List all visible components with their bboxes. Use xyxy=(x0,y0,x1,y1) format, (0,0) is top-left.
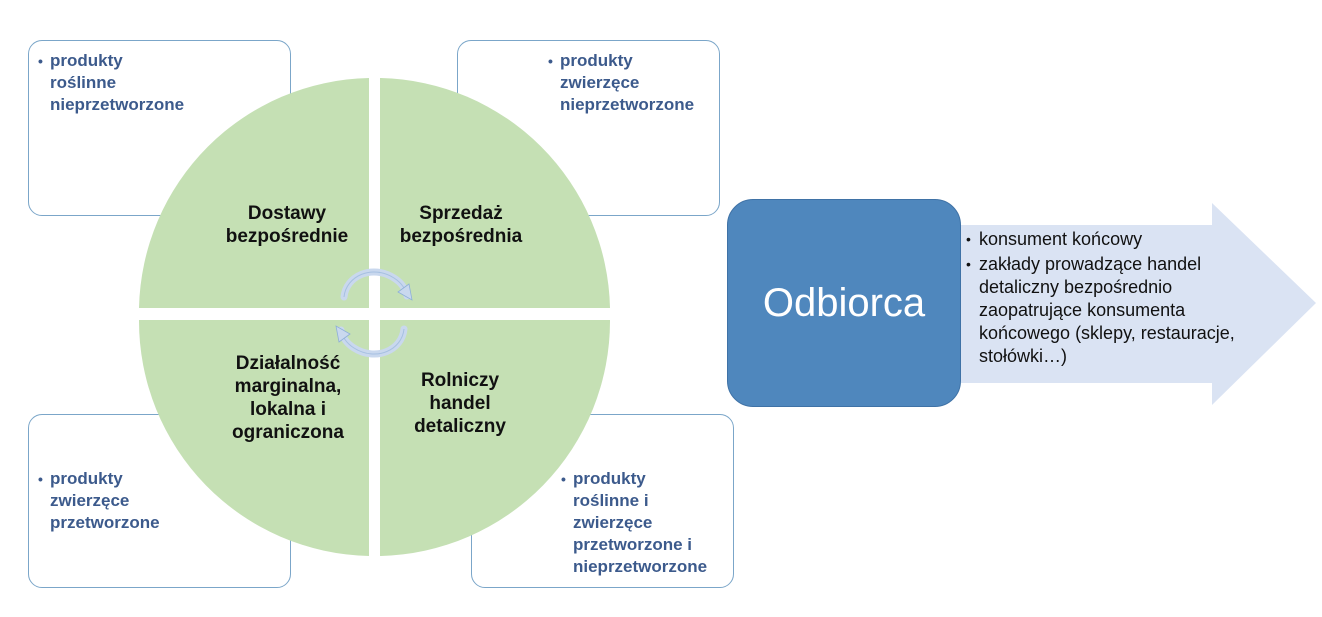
receiver-item-2: zakłady prowadzące handel detaliczny bez… xyxy=(979,254,1235,366)
corner-text-bottom-right: • produkty roślinne i zwierzęce przetwor… xyxy=(561,468,707,578)
cycle-arrow-bottom-head-icon xyxy=(335,325,351,343)
quadrant-label-bottom-left: Działalność marginalna, lokalna i ograni… xyxy=(232,353,344,443)
bullet-icon: • xyxy=(38,471,43,487)
quadrant-top-right xyxy=(380,78,610,308)
quadrant-label-bottom-right: Rolniczy handel detaliczny xyxy=(414,370,506,437)
circle-quadrants xyxy=(138,78,611,556)
corner-label-top-left: produkty roślinne nieprzetworzone xyxy=(50,51,185,114)
list-item: • zakłady prowadzące handel detaliczny b… xyxy=(966,253,1266,368)
bullet-icon: • xyxy=(38,53,43,69)
corner-label-bottom-right: produkty roślinne i zwierzęce przetworzo… xyxy=(573,469,708,576)
receiver-arrow-icon xyxy=(961,203,1316,405)
quadrant-label-top-right: Sprzedaż bezpośrednia xyxy=(399,203,523,247)
quadrant-top-left xyxy=(139,78,369,308)
cycle-arrow-top-head-icon xyxy=(397,283,413,301)
receiver-list: • konsument końcowy • zakłady prowadzące… xyxy=(966,228,1266,368)
receiver-box: Odbiorca xyxy=(727,199,961,407)
quadrant-bottom-left xyxy=(138,320,369,556)
corner-label-bottom-left: produkty zwierzęce przetworzone xyxy=(50,469,160,532)
list-item: • konsument końcowy xyxy=(966,228,1266,251)
bullet-icon: • xyxy=(548,53,553,69)
quadrant-bottom-right xyxy=(380,320,611,556)
quadrant-label-top-left: Dostawy bezpośrednie xyxy=(225,203,349,247)
bullet-icon: • xyxy=(561,471,566,487)
bullet-icon: • xyxy=(966,231,971,247)
corner-text-top-left: • produkty roślinne nieprzetworzone xyxy=(38,50,184,116)
bullet-icon: • xyxy=(966,256,971,272)
receiver-item-1: konsument końcowy xyxy=(979,229,1143,249)
corner-label-top-right: produkty zwierzęce nieprzetworzone xyxy=(560,51,695,114)
receiver-label: Odbiorca xyxy=(762,280,926,325)
corner-text-top-right: • produkty zwierzęce nieprzetworzone xyxy=(548,50,694,116)
corner-text-bottom-left: • produkty zwierzęce przetworzone xyxy=(38,468,160,534)
